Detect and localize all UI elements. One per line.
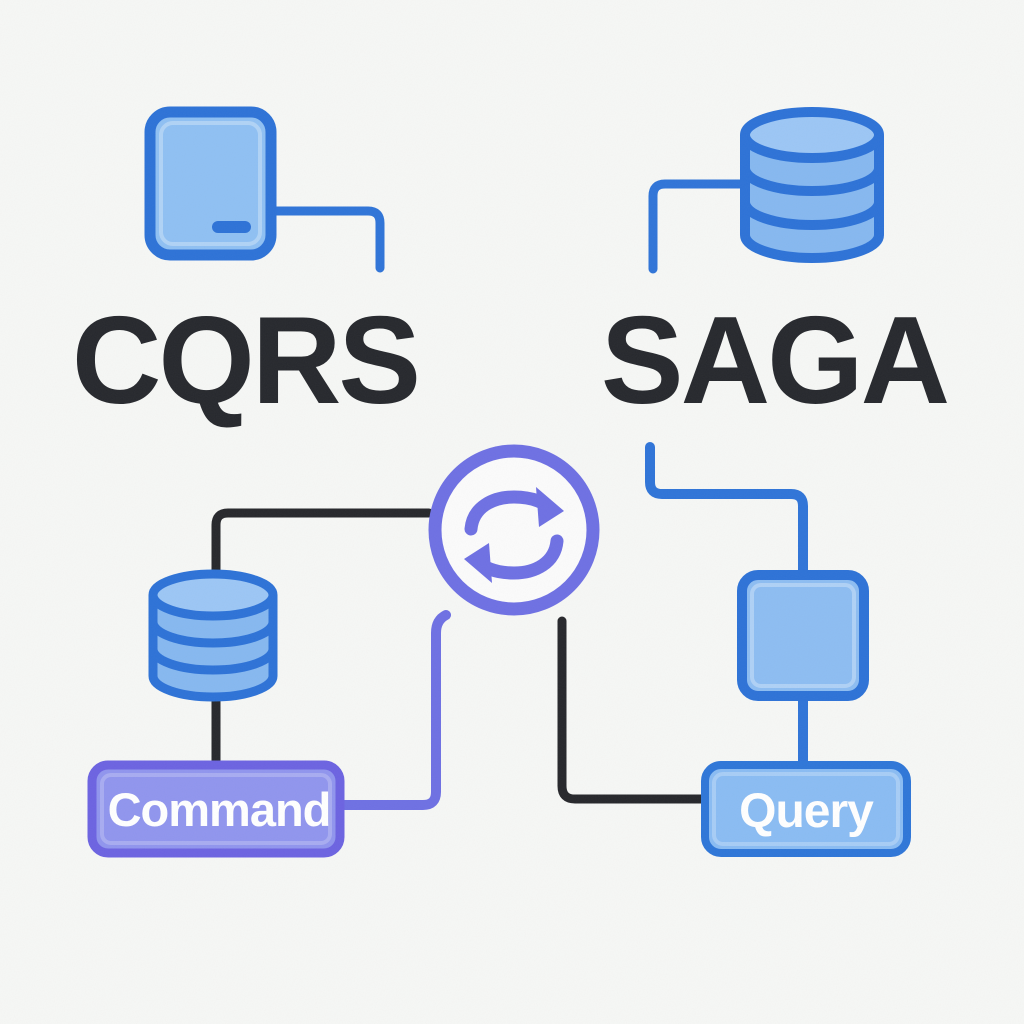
- cqrs-heading: CQRS: [72, 292, 418, 430]
- query-box: Query: [701, 761, 911, 857]
- command-box: Command: [87, 760, 345, 858]
- app-icon-body: [144, 106, 277, 261]
- database-icon-bottom-left: [148, 569, 278, 702]
- saga-heading: SAGA: [601, 292, 948, 430]
- sync-icon-circle: [428, 444, 600, 616]
- sync-icon: [428, 444, 600, 616]
- database-top: [740, 107, 884, 163]
- command-label: Command: [108, 783, 331, 836]
- service-node-body: [737, 570, 869, 701]
- app-icon: [144, 106, 277, 261]
- database-top: [148, 569, 278, 621]
- app-icon-dash: [212, 221, 251, 233]
- database-icon-top-right: [740, 107, 884, 263]
- service-node-icon: [737, 570, 869, 701]
- query-label: Query: [739, 785, 874, 838]
